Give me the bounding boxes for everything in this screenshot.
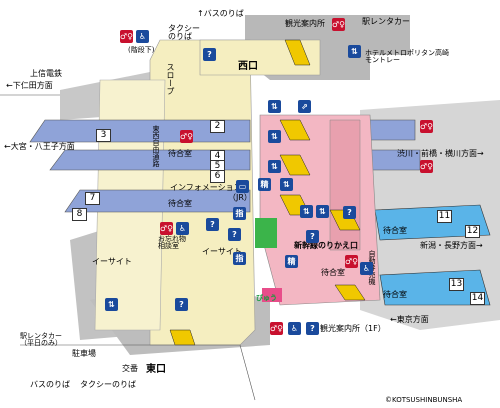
platform-number: 6 (210, 170, 225, 183)
waiting-room-label-3: 待合室 (383, 226, 407, 235)
info-icon: ? (228, 228, 241, 241)
parking-label: 駐車場 (72, 349, 96, 358)
reserved-ticket-icon: 指 (233, 252, 246, 265)
free-passage-label: 東西自由通路 (152, 125, 160, 167)
bus-stop-top-label: ↑バスのりば (197, 9, 244, 18)
information-label: インフォメーション (170, 183, 242, 192)
green-window-label: びゅう (256, 294, 277, 302)
shimonita-direction-label: ←下仁田方面 (6, 81, 53, 90)
elevator-icon: ⇅ (268, 160, 281, 173)
info-icon: ? (203, 48, 216, 61)
restroom-icon: ♂♀ (420, 160, 434, 173)
info-icon: ? (306, 322, 319, 335)
elevator-icon: ⇅ (105, 298, 118, 311)
platform-4-5 (49, 149, 251, 171)
elevator-icon: ⇅ (280, 178, 293, 191)
restroom-icon: ♂♀ (420, 120, 434, 133)
info-icon: ? (306, 230, 319, 243)
restroom-icon: ♂♀ (160, 222, 174, 235)
green-window-area (255, 218, 277, 248)
platform-number: 8 (72, 208, 87, 221)
platform-number: 4 (210, 150, 225, 163)
platform-shinkansen-11-12 (374, 204, 491, 241)
elevator-icon: ⇅ (348, 45, 361, 58)
e-site-left-label: イーサイト (92, 257, 132, 266)
ticket-icon: ▭ (236, 180, 249, 193)
east-exit-label: 東口 (146, 364, 166, 375)
hotel-label: ホテルメトロポリタン高崎 モントレー (365, 49, 449, 64)
tourist-info-2f-label: 観光案内所 (285, 19, 325, 28)
waiting-room-label-4: 待合室 (383, 290, 407, 299)
elevator-icon: ⇅ (316, 205, 329, 218)
platform-6-7 (64, 189, 251, 213)
restroom-floor-note: (階段下) (128, 46, 155, 54)
platform-right-1 (369, 119, 416, 141)
bus-stop-bottom-label: バスのりば (30, 380, 70, 389)
e-site-right-label: イーサイト (202, 247, 242, 256)
niigata-direction-label: 新潟・長野方面→ (420, 241, 483, 250)
accessible-icon: ♿ (360, 262, 373, 275)
east-plaza-outline (20, 344, 256, 401)
waiting-room-label: 待合室 (168, 149, 192, 158)
reserved-ticket-icon: 指 (233, 207, 246, 220)
tourist-info-1f-label: 観光案内所（1F） (320, 324, 386, 333)
tokyo-direction-label: ←東京方面 (390, 315, 429, 324)
pink-ticket-area (262, 288, 282, 302)
stairs (169, 39, 366, 346)
platform-number: 14 (470, 292, 485, 305)
seisan-icon: 精 (285, 255, 298, 268)
restroom-icon: ♂♀ (270, 322, 284, 335)
restroom-icon: ♂♀ (332, 18, 346, 31)
accessible-icon: ♿ (288, 322, 301, 335)
elevator-icon: ⇅ (268, 100, 281, 113)
info-icon: ? (206, 218, 219, 231)
shibukawa-direction-label: 渋川・前橋・横川方面→ (397, 149, 484, 158)
platform-number: 2 (210, 120, 225, 133)
platform-number: 12 (465, 225, 480, 238)
copyright-label: ©KOTSUSHINBUNSHA (385, 396, 463, 404)
lost-items-label: お忘れ物 相談室 (158, 235, 186, 250)
taxi-stop-bottom-label: タクシーのりば (80, 380, 136, 389)
waiting-room-label-5: 待合室 (321, 268, 345, 277)
koban-label: 交番 (122, 364, 138, 373)
accessible-icon: ♿ (136, 30, 149, 43)
platform-number: 11 (437, 210, 452, 223)
platform-number: 13 (449, 278, 464, 291)
elevator-icon: ⇅ (300, 205, 313, 218)
jr-label: （JR） (228, 193, 252, 202)
restroom-icon: ♂♀ (180, 130, 194, 143)
slope-label: スロープ (166, 63, 175, 95)
rent-a-car-top-label: 駅レンタカー (362, 17, 410, 26)
platform-number: 3 (96, 129, 111, 142)
omiya-direction-label: ←大宮・八王子方面 (4, 142, 75, 151)
seisan-icon: 精 (258, 178, 271, 191)
shinkansen-gate-label: 新幹線のりかえ口 (294, 241, 358, 250)
taxi-stop-top-label: タクシー のりば (168, 24, 200, 41)
restroom-icon: ♂♀ (120, 30, 134, 43)
waiting-room-label-2: 待合室 (168, 199, 192, 208)
upper-bridge (329, 119, 361, 251)
info-icon: ? (175, 298, 188, 311)
escalator-icon: ⇗ (298, 100, 311, 113)
joshin-line-label: 上信電鉄 (30, 69, 62, 78)
west-exit-label: 西口 (238, 61, 258, 72)
restroom-icon: ♂♀ (345, 255, 359, 268)
accessible-icon: ♿ (176, 222, 189, 235)
info-icon: ? (343, 206, 356, 219)
elevator-icon: ⇅ (268, 130, 281, 143)
platform-2-3 (29, 119, 251, 143)
platform-number: 7 (85, 192, 100, 205)
rent-a-car-bottom-label: 駅レンタカー （平日のみ） (20, 332, 62, 347)
